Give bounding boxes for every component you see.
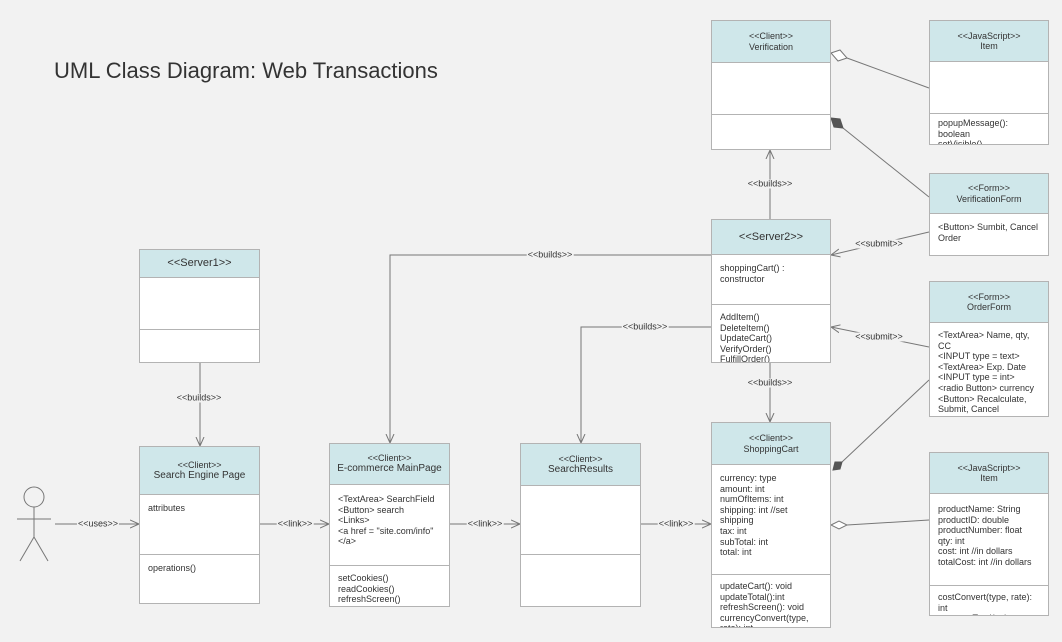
operations-compartment: setCookies() readCookies() refreshScreen… bbox=[330, 565, 449, 606]
operations-compartment: popupMessage(): boolean setVisible() bbox=[930, 113, 1048, 144]
stereotype: <<Client>> bbox=[748, 433, 794, 444]
operations-compartment bbox=[521, 554, 640, 606]
class-search-engine-page[interactable]: <<Client>> Search Engine Page attributes… bbox=[139, 446, 260, 604]
class-server2[interactable]: <<Server2>> shoppingCart() : constructor… bbox=[711, 219, 831, 363]
class-name: Search Engine Page bbox=[153, 469, 246, 481]
class-name: Item bbox=[980, 41, 998, 51]
attributes-compartment: productName: String productID: double pr… bbox=[938, 504, 1032, 568]
class-header: <<Client>> E-commerce MainPage bbox=[330, 444, 449, 485]
operations-compartment: costConvert(type, rate): int computeTota… bbox=[930, 585, 1048, 615]
operations-compartment bbox=[140, 329, 259, 362]
class-header: <<Server1>> bbox=[140, 250, 259, 278]
operations-compartment: AddItem() DeleteItem() UpdateCart() Veri… bbox=[712, 304, 830, 362]
filled-diamond-icon bbox=[832, 461, 843, 471]
class-header: <<Client>> Verification bbox=[712, 21, 830, 63]
filled-diamond-icon bbox=[830, 117, 844, 129]
class-name: <<Server2>> bbox=[738, 230, 804, 243]
class-shopping-cart[interactable]: <<Client>> ShoppingCart currency: type a… bbox=[711, 422, 831, 628]
edge-composition-cart-orderform bbox=[841, 379, 930, 463]
edge-aggregation-verification-item bbox=[846, 57, 930, 89]
stereotype: <<Form>> bbox=[967, 291, 1011, 302]
stereotype: <<Client>> bbox=[367, 453, 412, 464]
stereotype: <<Form>> bbox=[967, 183, 1011, 194]
class-name: Verification bbox=[748, 41, 794, 52]
class-ecommerce-main-page[interactable]: <<Client>> E-commerce MainPage <TextArea… bbox=[329, 443, 450, 607]
edge-server2-builds-mainpage bbox=[390, 254, 711, 443]
class-name: Item bbox=[980, 473, 998, 483]
attributes-compartment bbox=[521, 486, 640, 554]
stereotype: <<Client>> bbox=[748, 31, 794, 42]
class-name: SearchResults bbox=[547, 463, 614, 475]
class-name: ShoppingCart bbox=[743, 443, 799, 454]
class-item-top[interactable]: <<JavaScript>> Item popupMessage(): bool… bbox=[929, 20, 1049, 145]
builds-label: <<builds>> bbox=[746, 377, 794, 388]
edge-server2-builds-results bbox=[581, 326, 711, 443]
link-label: <<link>> bbox=[657, 518, 695, 529]
class-header: <<Client>> ShoppingCart bbox=[712, 423, 830, 465]
builds-label: <<builds>> bbox=[526, 249, 574, 260]
attributes-compartment: shoppingCart() : constructor bbox=[720, 263, 785, 284]
uses-label: <<uses>> bbox=[76, 518, 120, 529]
attributes-compartment: <TextArea> Name, qty, CC <INPUT type = t… bbox=[938, 330, 1035, 415]
class-header: <<JavaScript>> Item bbox=[930, 453, 1048, 494]
stereotype: <<Client>> bbox=[558, 453, 603, 464]
builds-label: <<builds>> bbox=[175, 392, 223, 403]
edge-composition-verification-form bbox=[842, 127, 930, 198]
class-server1[interactable]: <<Server1>> bbox=[139, 249, 260, 363]
hollow-diamond-icon bbox=[830, 49, 848, 62]
class-header: <<Form>> VerificationForm bbox=[930, 174, 1048, 214]
attributes-compartment bbox=[712, 63, 830, 114]
builds-label: <<builds>> bbox=[621, 321, 669, 332]
class-verification-form[interactable]: <<Form>> VerificationForm <Button> Sumbi… bbox=[929, 173, 1049, 256]
link-label: <<link>> bbox=[276, 518, 314, 529]
class-name: <<Server1>> bbox=[167, 257, 232, 270]
user-actor bbox=[17, 486, 51, 562]
class-header: <<Server2>> bbox=[712, 220, 830, 255]
attributes-compartment: <Button> Sumbit, Cancel Order bbox=[938, 222, 1039, 243]
class-header: <<Client>> SearchResults bbox=[521, 444, 640, 486]
submit-label: <<submit>> bbox=[854, 238, 904, 249]
stereotype: <<Client>> bbox=[177, 459, 222, 470]
class-order-form[interactable]: <<Form>> OrderForm <TextArea> Name, qty,… bbox=[929, 281, 1049, 417]
diagram-title: UML Class Diagram: Web Transactions bbox=[54, 58, 438, 83]
stereotype: <<JavaScript>> bbox=[957, 462, 1021, 473]
class-header: <<Client>> Search Engine Page bbox=[140, 447, 259, 495]
link-label: <<link>> bbox=[466, 518, 504, 529]
hollow-diamond-icon bbox=[829, 520, 849, 530]
edge-aggregation-cart-item bbox=[846, 519, 930, 526]
attributes-compartment: attributes bbox=[148, 503, 186, 513]
class-name: VerificationForm bbox=[956, 193, 1022, 204]
class-verification[interactable]: <<Client>> Verification bbox=[711, 20, 831, 150]
operations-compartment: operations() bbox=[140, 554, 259, 603]
class-search-results[interactable]: <<Client>> SearchResults bbox=[520, 443, 641, 607]
operations-compartment bbox=[712, 114, 830, 149]
attributes-compartment bbox=[140, 278, 259, 329]
class-header: <<Form>> OrderForm bbox=[930, 282, 1048, 323]
class-header: <<JavaScript>> Item bbox=[930, 21, 1048, 62]
class-name: E-commerce MainPage bbox=[337, 463, 442, 475]
stereotype: <<JavaScript>> bbox=[957, 30, 1021, 41]
attributes-compartment: <TextArea> SearchField <Button> search <… bbox=[338, 494, 435, 547]
class-name: OrderForm bbox=[966, 302, 1011, 312]
operations-compartment: updateCart(): void updateTotal():int ref… bbox=[712, 574, 830, 627]
builds-label: <<builds>> bbox=[746, 178, 794, 189]
submit-label: <<submit>> bbox=[854, 331, 904, 342]
attributes-compartment bbox=[930, 62, 1048, 113]
class-item-bottom[interactable]: <<JavaScript>> Item productName: String … bbox=[929, 452, 1049, 616]
attributes-compartment: currency: type amount: int numOfItems: i… bbox=[720, 473, 788, 558]
